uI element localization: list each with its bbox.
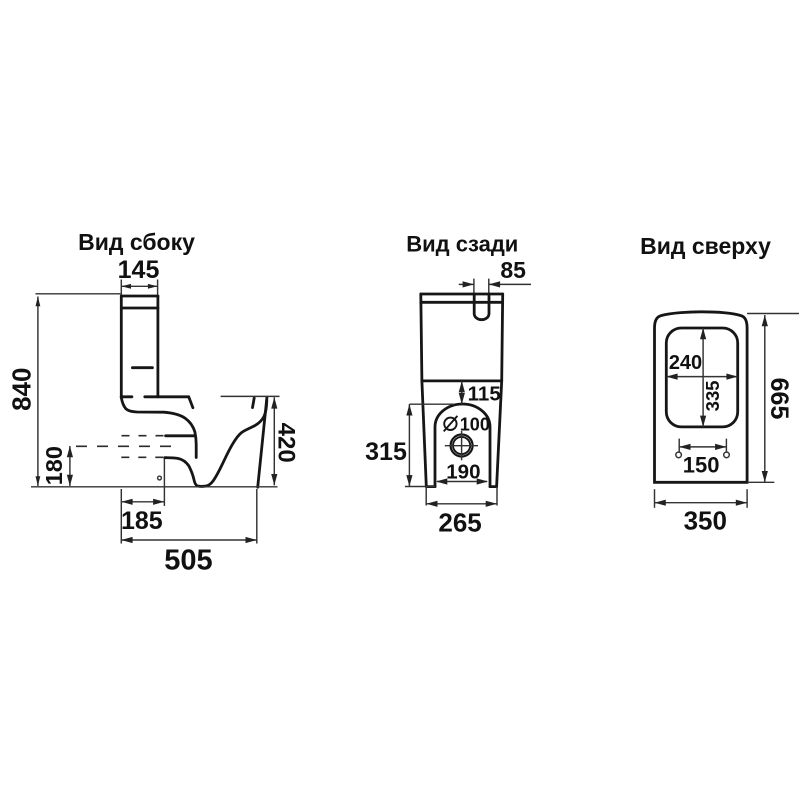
svg-text:100: 100	[460, 415, 490, 435]
svg-text:Вид сверху: Вид сверху	[640, 233, 771, 259]
svg-text:505: 505	[164, 545, 212, 577]
svg-text:240: 240	[669, 352, 702, 374]
svg-text:190: 190	[446, 460, 480, 483]
svg-text:665: 665	[765, 378, 793, 420]
svg-text:350: 350	[684, 506, 727, 536]
svg-text:85: 85	[500, 257, 526, 283]
svg-text:420: 420	[272, 423, 299, 463]
svg-text:315: 315	[365, 438, 407, 466]
svg-text:180: 180	[41, 446, 67, 485]
svg-text:265: 265	[438, 508, 481, 538]
svg-text:Вид сзади: Вид сзади	[406, 232, 518, 257]
svg-text:335: 335	[702, 380, 723, 411]
svg-text:115: 115	[468, 382, 501, 405]
svg-text:840: 840	[7, 368, 37, 411]
svg-text:150: 150	[683, 453, 720, 478]
svg-text:Вид сбоку: Вид сбоку	[78, 229, 195, 255]
svg-text:185: 185	[121, 507, 163, 535]
svg-text:145: 145	[118, 256, 160, 284]
